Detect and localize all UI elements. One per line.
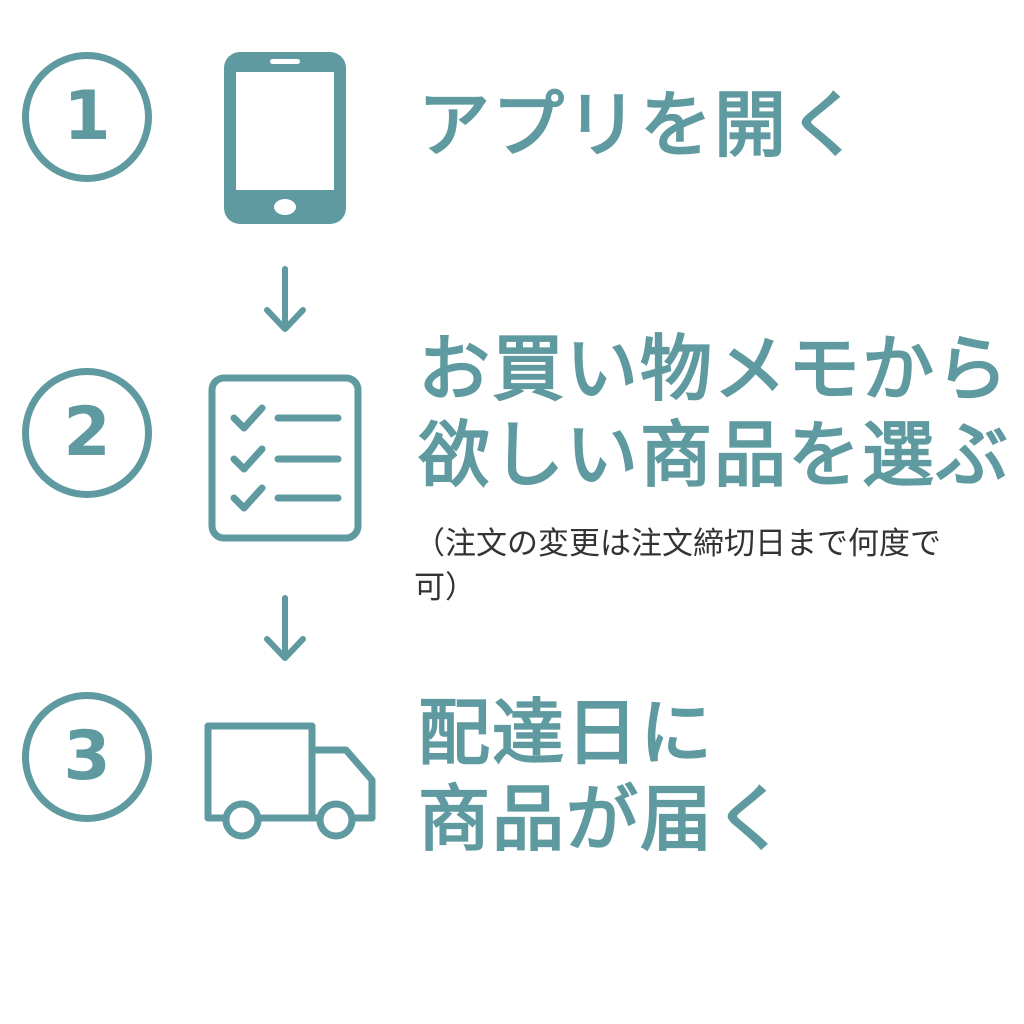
step-2-note-line-2: 可） [414, 570, 476, 606]
step-2-line-1: お買い物メモから [418, 327, 1011, 411]
down-arrow-icon [262, 265, 308, 335]
step-2-number: 2 [63, 393, 111, 472]
step-1-number-circle: 1 [22, 52, 152, 182]
step-1-number: 1 [63, 77, 111, 156]
down-arrow-icon [262, 594, 308, 664]
step-3-text: 配達日に 商品が届く [418, 690, 788, 862]
step-1-text: アプリを開く [418, 82, 862, 168]
smartphone-icon [222, 50, 348, 226]
step-2-line-2: 欲しい商品を選ぶ [418, 413, 1011, 497]
checklist-icon [208, 374, 362, 542]
step-3-line-1: 配達日に [418, 691, 715, 775]
step-2-note-line-1: （注文の変更は注文締切日まで何度で [414, 526, 941, 562]
delivery-truck-icon [200, 722, 380, 842]
step-3-number-circle: 3 [22, 692, 152, 822]
step-2-note: （注文の変更は注文締切日まで何度で 可） [414, 522, 941, 610]
step-3-line-2: 商品が届く [418, 777, 789, 861]
step-1-line-1: アプリを開く [418, 83, 863, 167]
step-3-number: 3 [63, 717, 111, 796]
step-2-text: お買い物メモから 欲しい商品を選ぶ [418, 326, 1010, 498]
step-2-number-circle: 2 [22, 368, 152, 498]
